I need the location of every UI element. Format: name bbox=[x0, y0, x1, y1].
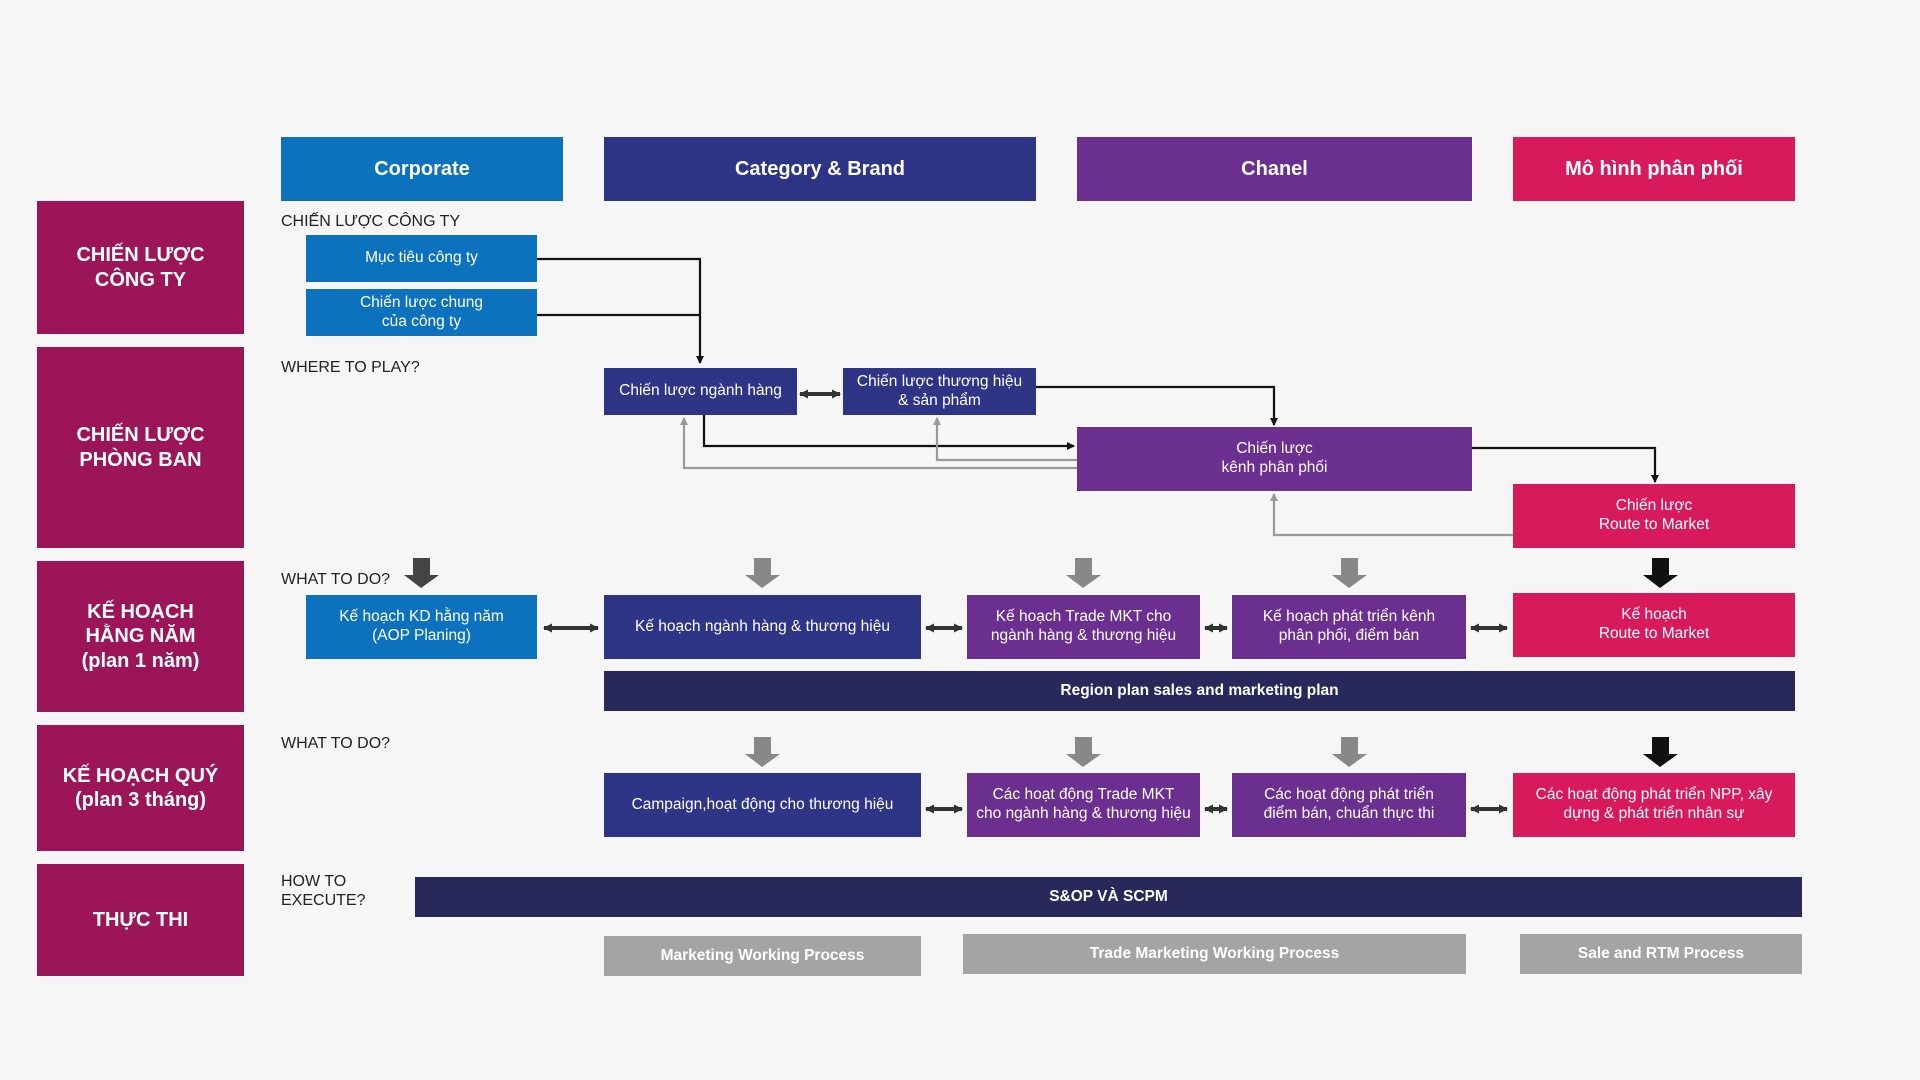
node-company-general-strategy: Chiến lược chung của công ty bbox=[306, 289, 537, 336]
header-channel: Chanel bbox=[1077, 137, 1472, 201]
node-pos-dev-activities: Các hoạt động phát triển điểm bán, chuẩn… bbox=[1232, 773, 1466, 837]
node-campaign: Campaign,hoạt động cho thương hiệu bbox=[604, 773, 921, 837]
arrow-channel-feedback-brand bbox=[933, 417, 1077, 462]
section-label-what-to-do-quarterly: WHAT TO DO? bbox=[281, 735, 391, 752]
node-npp-dev-activities: Các hoạt động phát triển NPP, xây dựng &… bbox=[1513, 773, 1795, 837]
row-label-quarterly-plan: KẾ HOẠCH QUÝ (plan 3 tháng) bbox=[37, 725, 244, 851]
row-label-execution: THỰC THI bbox=[37, 864, 244, 976]
arrow-brand-to-channel bbox=[1036, 385, 1278, 426]
down-arrow-trade-annual bbox=[1066, 558, 1101, 588]
section-label-where-to-play: WHERE TO PLAY? bbox=[281, 359, 420, 376]
down-arrow-channel-quarterly bbox=[1332, 737, 1367, 767]
arrow-category-to-channel bbox=[702, 414, 1075, 450]
node-category-brand-plan: Kế hoạch ngành hàng & thương hiệu bbox=[604, 595, 921, 659]
arrow-goal-to-category bbox=[537, 257, 704, 364]
section-label-what-to-do-annual: WHAT TO DO? bbox=[281, 571, 391, 588]
process-sale-rtm: Sale and RTM Process bbox=[1520, 934, 1802, 974]
down-arrow-corporate-annual bbox=[404, 558, 439, 588]
node-channel-strategy: Chiến lược kênh phân phối bbox=[1077, 427, 1472, 491]
header-distribution-model: Mô hình phân phối bbox=[1513, 137, 1795, 201]
node-channel-dev-plan: Kế hoạch phát triển kênh phân phối, điểm… bbox=[1232, 595, 1466, 659]
down-arrow-category-quarterly bbox=[745, 737, 780, 767]
node-aop-plan: Kế hoạch KD hằng năm (AOP Planing) bbox=[306, 595, 537, 659]
node-category-strategy: Chiến lược ngành hàng bbox=[604, 368, 797, 415]
down-arrow-trade-quarterly bbox=[1066, 737, 1101, 767]
arrow-channel-to-rtm bbox=[1472, 446, 1659, 483]
row-label-department-strategy: CHIẾN LƯỢC PHÒNG BAN bbox=[37, 347, 244, 548]
down-arrow-rtm-annual bbox=[1643, 558, 1678, 588]
node-trade-mkt-activities: Các hoạt động Trade MKT cho ngành hàng &… bbox=[967, 773, 1200, 837]
section-label-how-to-execute: HOW TO EXECUTE? bbox=[281, 873, 366, 910]
node-rtm-plan: Kế hoạch Route to Market bbox=[1513, 593, 1795, 657]
row-label-company-strategy: CHIẾN LƯỢC CÔNG TY bbox=[37, 201, 244, 334]
process-trade-marketing: Trade Marketing Working Process bbox=[963, 934, 1466, 974]
row-label-annual-plan: KẾ HOẠCH HẰNG NĂM (plan 1 năm) bbox=[37, 561, 244, 712]
node-trade-mkt-plan: Kế hoạch Trade MKT cho ngành hàng & thươ… bbox=[967, 595, 1200, 659]
node-brand-product-strategy: Chiến lược thương hiệu & sản phẩm bbox=[843, 368, 1036, 415]
header-corporate: Corporate bbox=[281, 137, 563, 201]
section-label-company-strategy: CHIẾN LƯỢC CÔNG TY bbox=[281, 213, 461, 230]
down-arrow-rtm-quarterly bbox=[1643, 737, 1678, 767]
down-arrow-channel-annual bbox=[1332, 558, 1367, 588]
node-company-goal: Mục tiêu công ty bbox=[306, 235, 537, 282]
arrow-channel-feedback-category bbox=[680, 417, 1077, 470]
down-arrow-category-annual bbox=[745, 558, 780, 588]
process-marketing: Marketing Working Process bbox=[604, 936, 921, 976]
region-plan-bar: Region plan sales and marketing plan bbox=[604, 671, 1795, 711]
header-category-brand: Category & Brand bbox=[604, 137, 1036, 201]
node-rtm-strategy: Chiến lược Route to Market bbox=[1513, 484, 1795, 548]
arrow-rtm-feedback-channel bbox=[1270, 493, 1513, 537]
sop-scpm-bar: S&OP VÀ SCPM bbox=[415, 877, 1802, 917]
